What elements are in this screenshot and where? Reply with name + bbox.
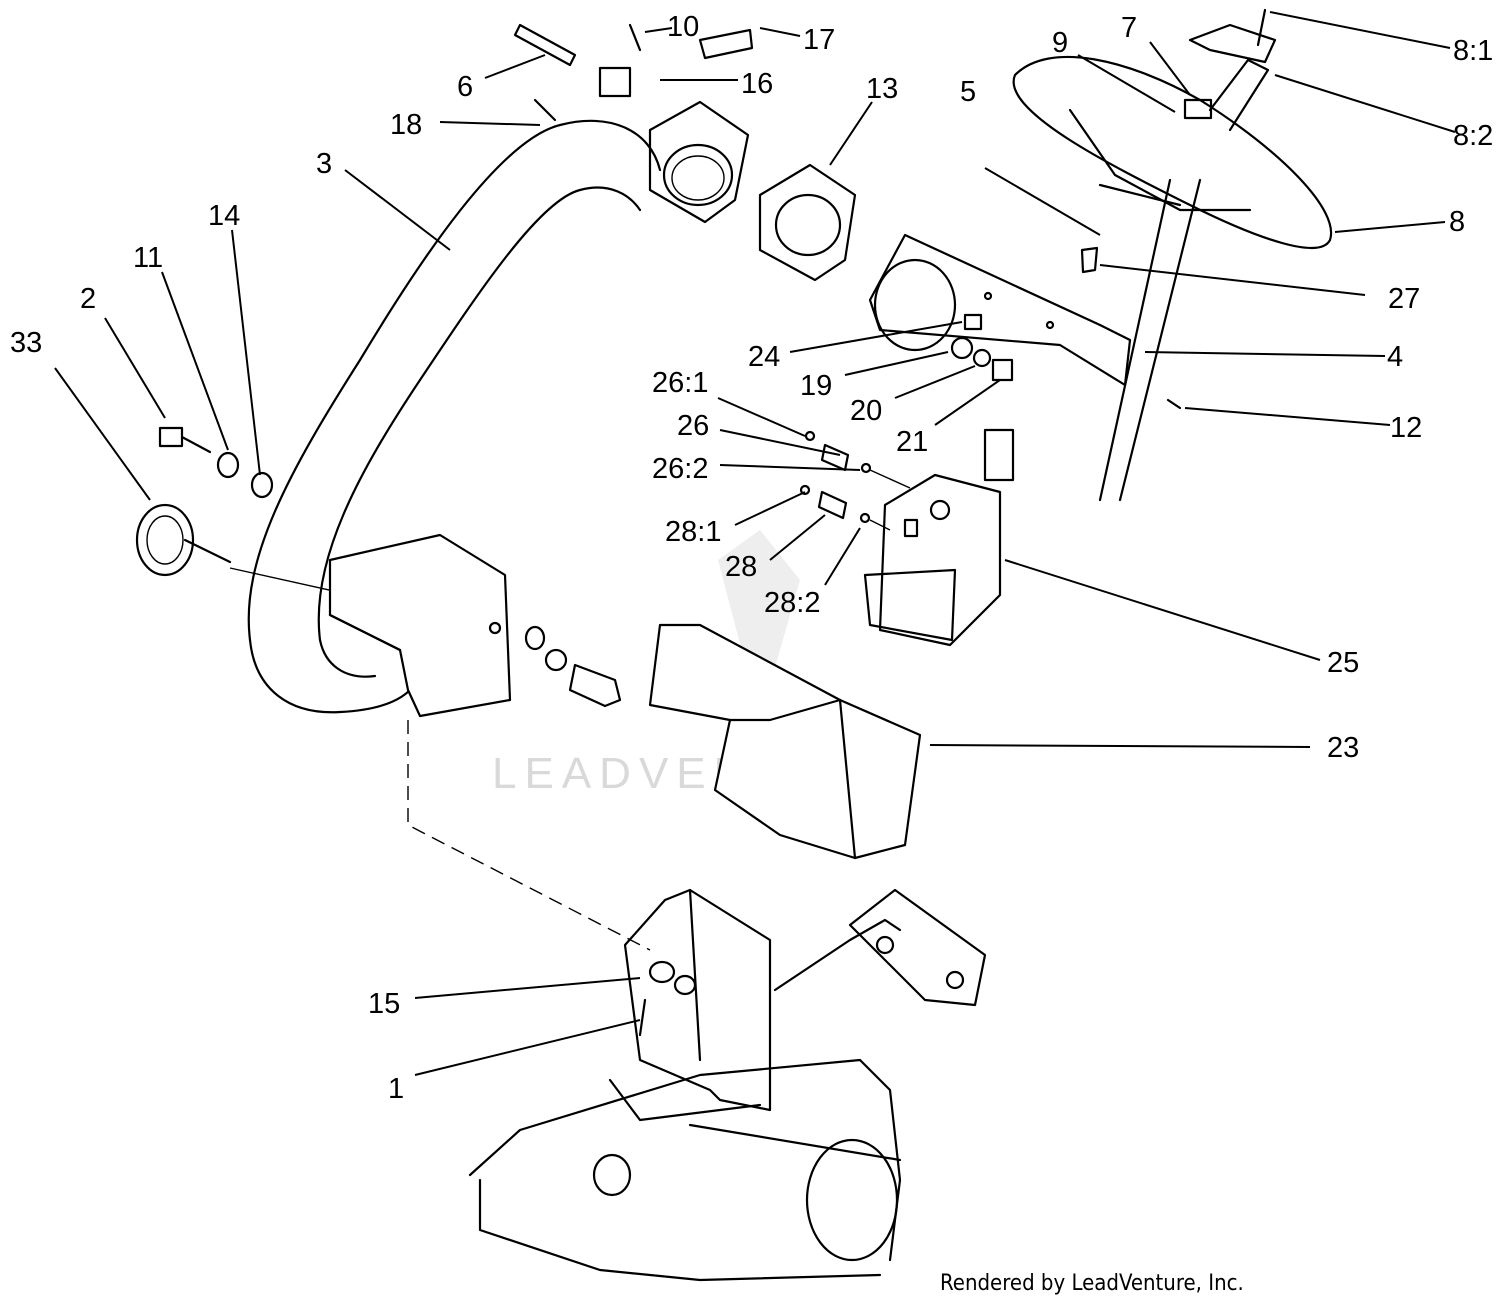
callout-19: 19 [800,370,832,402]
callout-14: 14 [208,200,240,232]
callout-28: 28 [725,551,757,583]
callout-25: 25 [1327,647,1359,679]
part-13-gasket [758,163,857,282]
callout-21: 21 [896,426,928,458]
callout-28-2: 28:2 [764,587,820,619]
callout-24: 24 [748,341,780,373]
part-23-cover [648,623,922,860]
part-11-washer [216,451,240,479]
callout-33: 33 [10,327,42,359]
part-4-column-bracket [868,233,1132,387]
callout-17: 17 [803,24,835,56]
callout-23: 23 [1327,732,1359,764]
callout-8-1: 8:1 [1453,35,1493,67]
callout-26-1: 26:1 [652,367,708,399]
callout-28-1: 28:1 [665,516,721,548]
part-3-support-arch [247,119,662,714]
callout-26: 26 [677,410,709,442]
callout-11: 11 [133,242,163,274]
callout-13: 13 [866,73,898,105]
callout-6: 6 [457,71,473,103]
housing-bracket [328,533,622,718]
part-8-steering-wheel [1012,8,1333,249]
callout-7: 7 [1121,12,1137,44]
callout-8-2: 8:2 [1453,120,1493,152]
callout-3: 3 [316,148,332,180]
callout-16: 16 [741,68,773,100]
hardware [513,23,1182,531]
callout-1: 1 [388,1073,404,1105]
callout-18: 18 [390,109,422,141]
callout-15: 15 [368,988,400,1020]
part-25-steering-unit [863,428,1015,647]
callout-12: 12 [1390,412,1422,444]
callout-2: 2 [80,283,96,315]
mount-plate [648,100,750,224]
render-credit: Rendered by LeadVenture, Inc. [940,1271,1244,1296]
callout-5: 5 [960,76,976,108]
callout-26-2: 26:2 [652,453,708,485]
part-2-bolt [158,426,212,454]
callout-10: 10 [667,11,699,43]
callout-27: 27 [1388,283,1420,315]
part-33-knob [135,503,232,577]
steering-column [1098,58,1270,502]
part-14-spacer [250,471,274,499]
callout-9: 9 [1052,27,1068,59]
callout-4: 4 [1387,341,1403,373]
lower-frame [407,720,987,1282]
callout-8: 8 [1449,206,1465,238]
leader-lines [54,11,1456,1076]
callout-20: 20 [850,395,882,427]
callout-labels: 1 2 3 4 5 6 7 8 8:1 8:2 9 10 11 12 13 14… [10,11,1493,1105]
